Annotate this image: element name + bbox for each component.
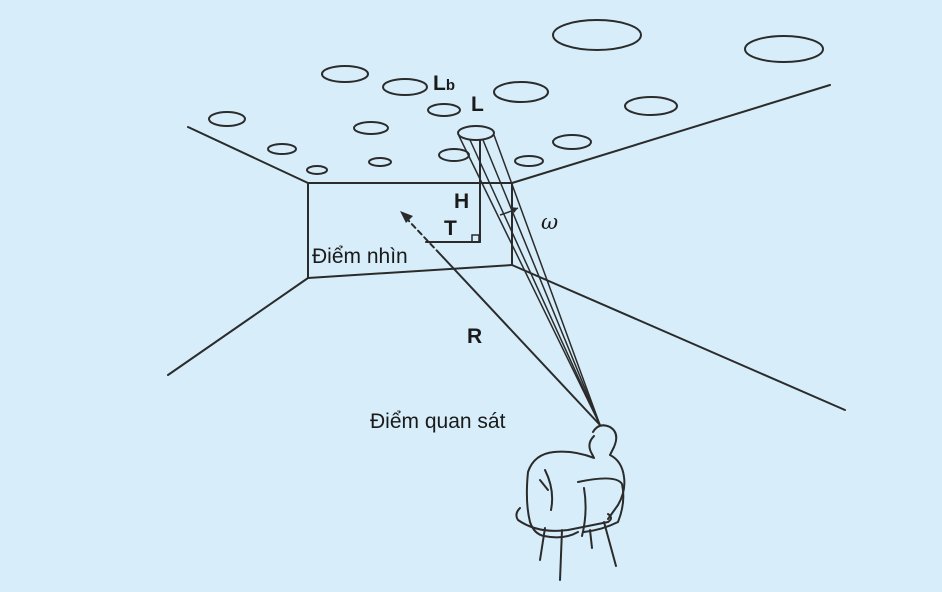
height-triangle — [425, 139, 481, 243]
observer-figure — [515, 424, 626, 581]
label-lb-main: L — [433, 72, 446, 95]
room-edges — [167, 84, 846, 411]
label-horizontal: T — [444, 217, 457, 240]
sight-line-R — [400, 211, 601, 426]
label-lb: Lb — [433, 72, 455, 96]
label-lb-sub: b — [445, 77, 455, 94]
label-view-point: Điểm nhìn — [312, 245, 408, 268]
label-luminaire: L — [471, 93, 484, 116]
label-observer: Điểm quan sát — [370, 410, 506, 433]
ceiling-lights — [208, 19, 824, 175]
label-angle: ω — [541, 210, 559, 234]
label-distance: R — [467, 325, 483, 348]
arrow-head-icon — [400, 211, 413, 223]
omega-arc — [499, 207, 519, 216]
sight-cone — [458, 134, 601, 426]
label-height: H — [454, 190, 470, 213]
